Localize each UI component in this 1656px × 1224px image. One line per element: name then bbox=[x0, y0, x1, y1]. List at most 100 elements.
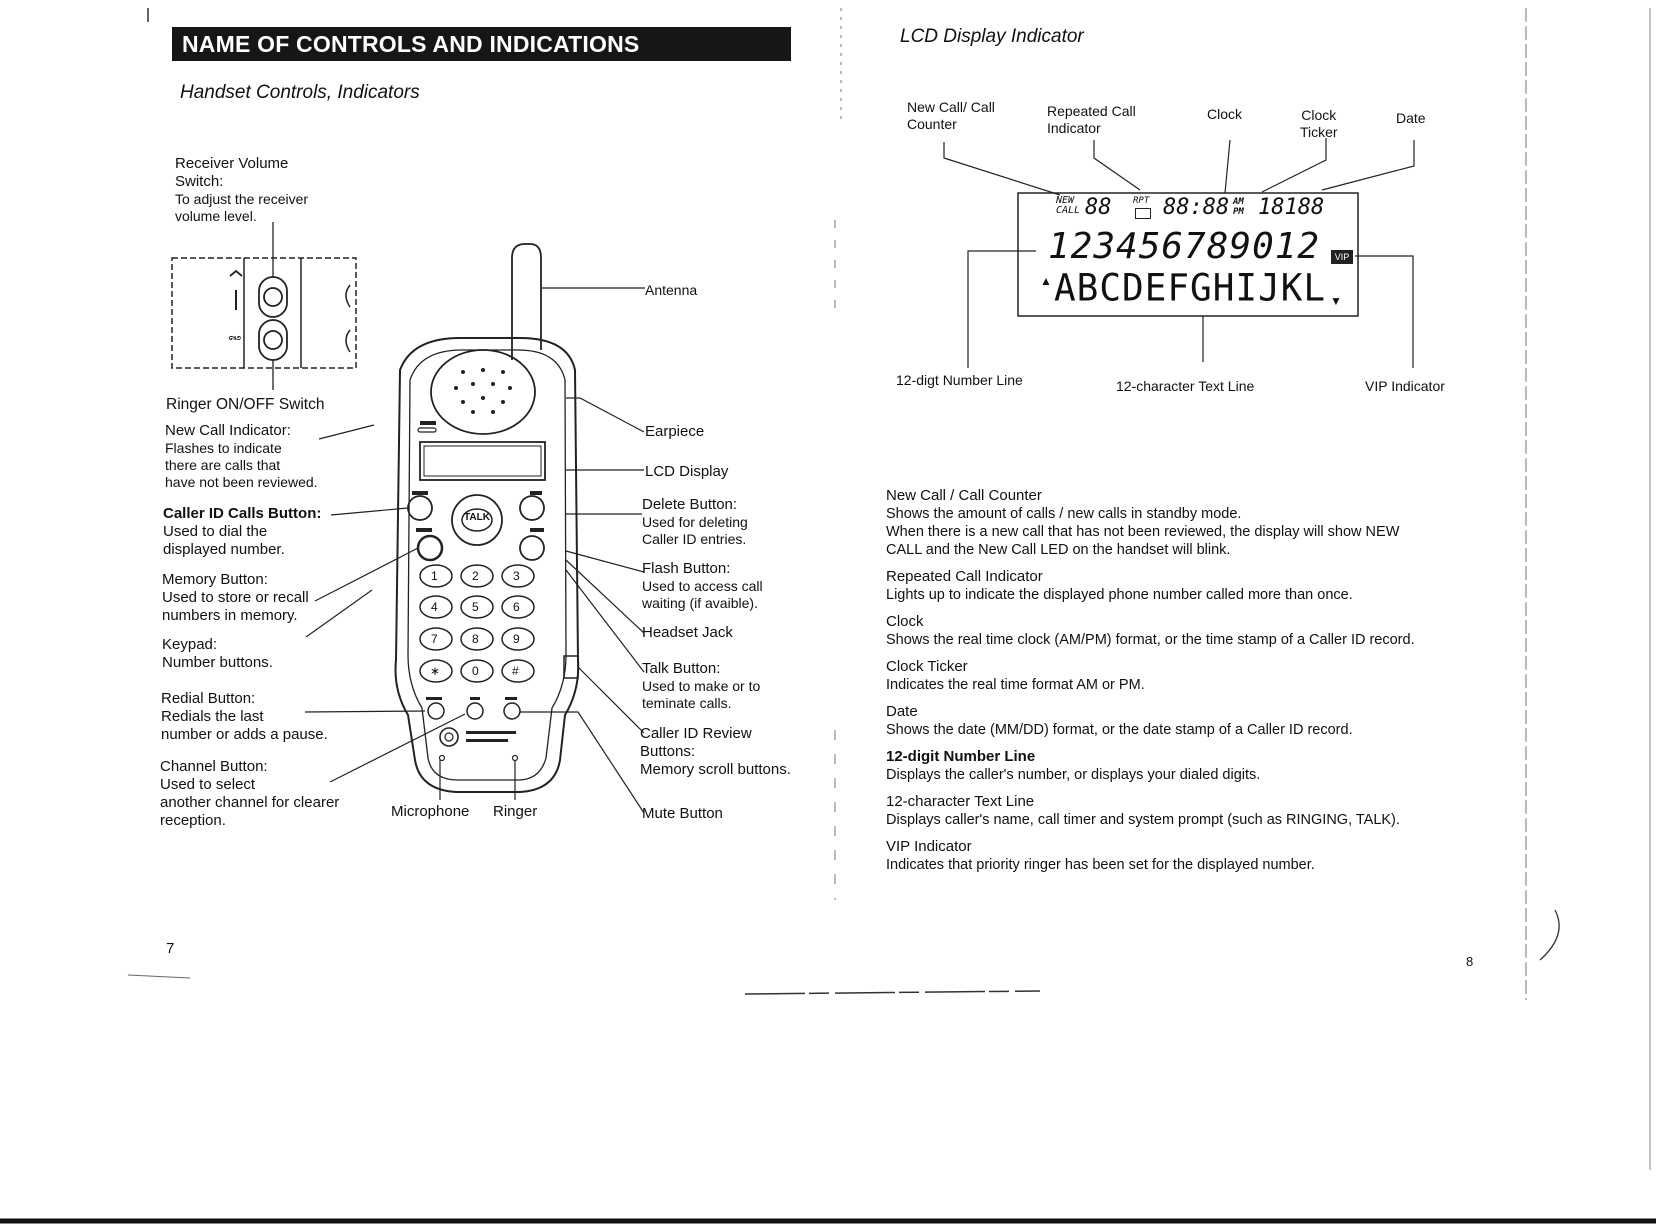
callout-text: Counter bbox=[907, 116, 957, 132]
antenna-label: Antenna bbox=[645, 282, 698, 298]
description-heading: Repeated Call Indicator bbox=[886, 568, 1043, 585]
callout-text: New Call/ Call bbox=[907, 99, 995, 115]
key-hash: # bbox=[512, 664, 519, 678]
description-heading: Date bbox=[886, 703, 918, 720]
envelope-icon bbox=[1135, 208, 1151, 219]
description-body: Shows the real time clock (AM/PM) format… bbox=[886, 632, 1415, 648]
handset-body bbox=[394, 337, 580, 793]
new-call-desc: have not been reviewed. bbox=[165, 474, 318, 490]
review-title: Caller ID Review bbox=[640, 725, 752, 742]
redial-desc: Redials the last bbox=[161, 708, 264, 725]
callout-clock: Clock bbox=[1207, 106, 1243, 122]
callout-text: Indicator bbox=[1047, 120, 1101, 136]
description-body: Shows the amount of calls / new calls in… bbox=[886, 506, 1242, 522]
switch-detail-box: ꘏ bbox=[171, 222, 357, 390]
description-body: Displays the caller's number, or display… bbox=[886, 767, 1261, 783]
description-heading: 12-digit Number Line bbox=[886, 748, 1036, 765]
description-item: 12-digit Number Line Displays the caller… bbox=[886, 748, 1506, 784]
description-item: Clock Ticker Indicates the real time for… bbox=[886, 658, 1506, 694]
description-body: Displays caller's name, call timer and s… bbox=[886, 812, 1400, 828]
section-header: NAME OF CONTROLS AND INDICATIONS bbox=[172, 27, 791, 61]
receiver-volume-switch: Switch: bbox=[175, 173, 224, 190]
review-desc: Memory scroll buttons. bbox=[640, 761, 791, 778]
description-item: Date Shows the date (MM/DD) format, or t… bbox=[886, 703, 1506, 739]
arrow-down-icon: ▼ bbox=[1330, 294, 1342, 308]
headset-jack-label: Headset Jack bbox=[642, 624, 733, 641]
delete-button-label: Delete Button: Used for deleting Caller … bbox=[642, 496, 748, 548]
earpiece-label: Earpiece bbox=[645, 423, 705, 440]
callout-text: Ticker bbox=[1300, 124, 1338, 140]
lcd-time: 88:88 bbox=[1163, 195, 1230, 220]
description-body: Indicates the real time format AM or PM. bbox=[886, 677, 1145, 693]
redial-desc: number or adds a pause. bbox=[161, 726, 328, 743]
microphone-label: Microphone bbox=[391, 803, 470, 820]
flash-desc: waiting (if avaible). bbox=[642, 595, 758, 611]
memory-desc: numbers in memory. bbox=[162, 607, 298, 624]
caller-id-calls-title: Caller ID Calls Button: bbox=[163, 505, 322, 522]
description-heading: VIP Indicator bbox=[886, 838, 972, 855]
callout-number-line: 12-digt Number Line bbox=[896, 372, 1023, 388]
review-title: Buttons: bbox=[640, 743, 696, 760]
callout-date: Date bbox=[1396, 110, 1426, 126]
key-2: 2 bbox=[472, 569, 479, 583]
key-5: 5 bbox=[472, 600, 479, 614]
key-1: 1 bbox=[431, 569, 438, 583]
caller-id-calls-label: Caller ID Calls Button: Used to dial the… bbox=[163, 505, 321, 559]
receiver-volume-desc: volume level. bbox=[175, 208, 257, 224]
talk-key: TALK bbox=[464, 512, 490, 523]
new-call-indicator-label: New Call Indicator: Flashes to indicate … bbox=[165, 422, 318, 491]
callout-text-line: 12-character Text Line bbox=[1116, 378, 1255, 394]
section-header-text: NAME OF CONTROLS AND INDICATIONS bbox=[182, 31, 640, 57]
lcd-am: AM bbox=[1233, 197, 1244, 207]
lcd-counter: 88 bbox=[1085, 195, 1112, 220]
description-heading: Clock Ticker bbox=[886, 658, 968, 675]
lcd-date: 18188 bbox=[1258, 195, 1325, 220]
lcd-ampm: AM PM bbox=[1233, 197, 1244, 217]
description-item: Clock Shows the real time clock (AM/PM) … bbox=[886, 613, 1506, 649]
lcd-vip: VIP bbox=[1331, 250, 1353, 264]
page-number-right: 8 bbox=[1466, 954, 1474, 969]
key-4: 4 bbox=[431, 600, 438, 614]
channel-button-label: Channel Button: Used to select another c… bbox=[160, 758, 339, 830]
channel-title: Channel Button: bbox=[160, 758, 268, 775]
ringer-switch-label: Ringer ON/OFF Switch bbox=[166, 396, 325, 413]
description-body: CALL and the New Call LED on the handset… bbox=[886, 542, 1231, 558]
svg-text:꘏: ꘏ bbox=[228, 329, 242, 343]
lcd-panel bbox=[1017, 192, 1359, 317]
ringer-label: Ringer bbox=[493, 803, 538, 820]
keypad-title: Keypad: bbox=[162, 636, 218, 653]
key-3: 3 bbox=[513, 569, 520, 583]
lcd-section-title: LCD Display Indicator bbox=[900, 26, 1084, 47]
flash-title: Flash Button: bbox=[642, 560, 731, 577]
key-8: 8 bbox=[472, 632, 479, 646]
lcd-rpt: RPT bbox=[1133, 196, 1150, 206]
memory-desc: Used to store or recall bbox=[162, 589, 309, 606]
receiver-volume-desc: To adjust the receiver bbox=[175, 191, 309, 207]
page-number-left: 7 bbox=[166, 940, 175, 957]
channel-desc: Used to select bbox=[160, 776, 256, 793]
talk-title: Talk Button: bbox=[642, 660, 721, 677]
key-0: 0 bbox=[472, 664, 479, 678]
description-body: Indicates that priority ringer has been … bbox=[886, 857, 1315, 873]
key-7: 7 bbox=[431, 632, 438, 646]
lcd-new: NEW bbox=[1056, 195, 1075, 206]
mute-button-label: Mute Button bbox=[642, 805, 723, 822]
arrow-up-icon: ▲ bbox=[1040, 274, 1052, 288]
description-body: Lights up to indicate the displayed phon… bbox=[886, 587, 1353, 603]
key-6: 6 bbox=[513, 600, 520, 614]
description-item: Repeated Call Indicator Lights up to ind… bbox=[886, 568, 1506, 604]
keypad-label: Keypad: Number buttons. bbox=[162, 636, 273, 672]
handset-subtitle: Handset Controls, Indicators bbox=[180, 82, 420, 103]
channel-desc: reception. bbox=[160, 812, 226, 829]
caller-id-calls-desc: displayed number. bbox=[163, 541, 285, 558]
callout-text: Repeated Call bbox=[1047, 103, 1136, 119]
channel-desc: another channel for clearer bbox=[160, 794, 340, 811]
redial-title: Redial Button: bbox=[161, 690, 256, 707]
callout-clock-ticker: Clock Ticker bbox=[1300, 107, 1338, 141]
description-heading: Clock bbox=[886, 613, 924, 630]
flash-button-label: Flash Button: Used to access call waitin… bbox=[642, 560, 763, 612]
talk-desc: teminate calls. bbox=[642, 695, 732, 711]
description-body: When there is a new call that has not be… bbox=[886, 524, 1400, 540]
callout-repeated-call: Repeated Call Indicator bbox=[1047, 103, 1136, 137]
